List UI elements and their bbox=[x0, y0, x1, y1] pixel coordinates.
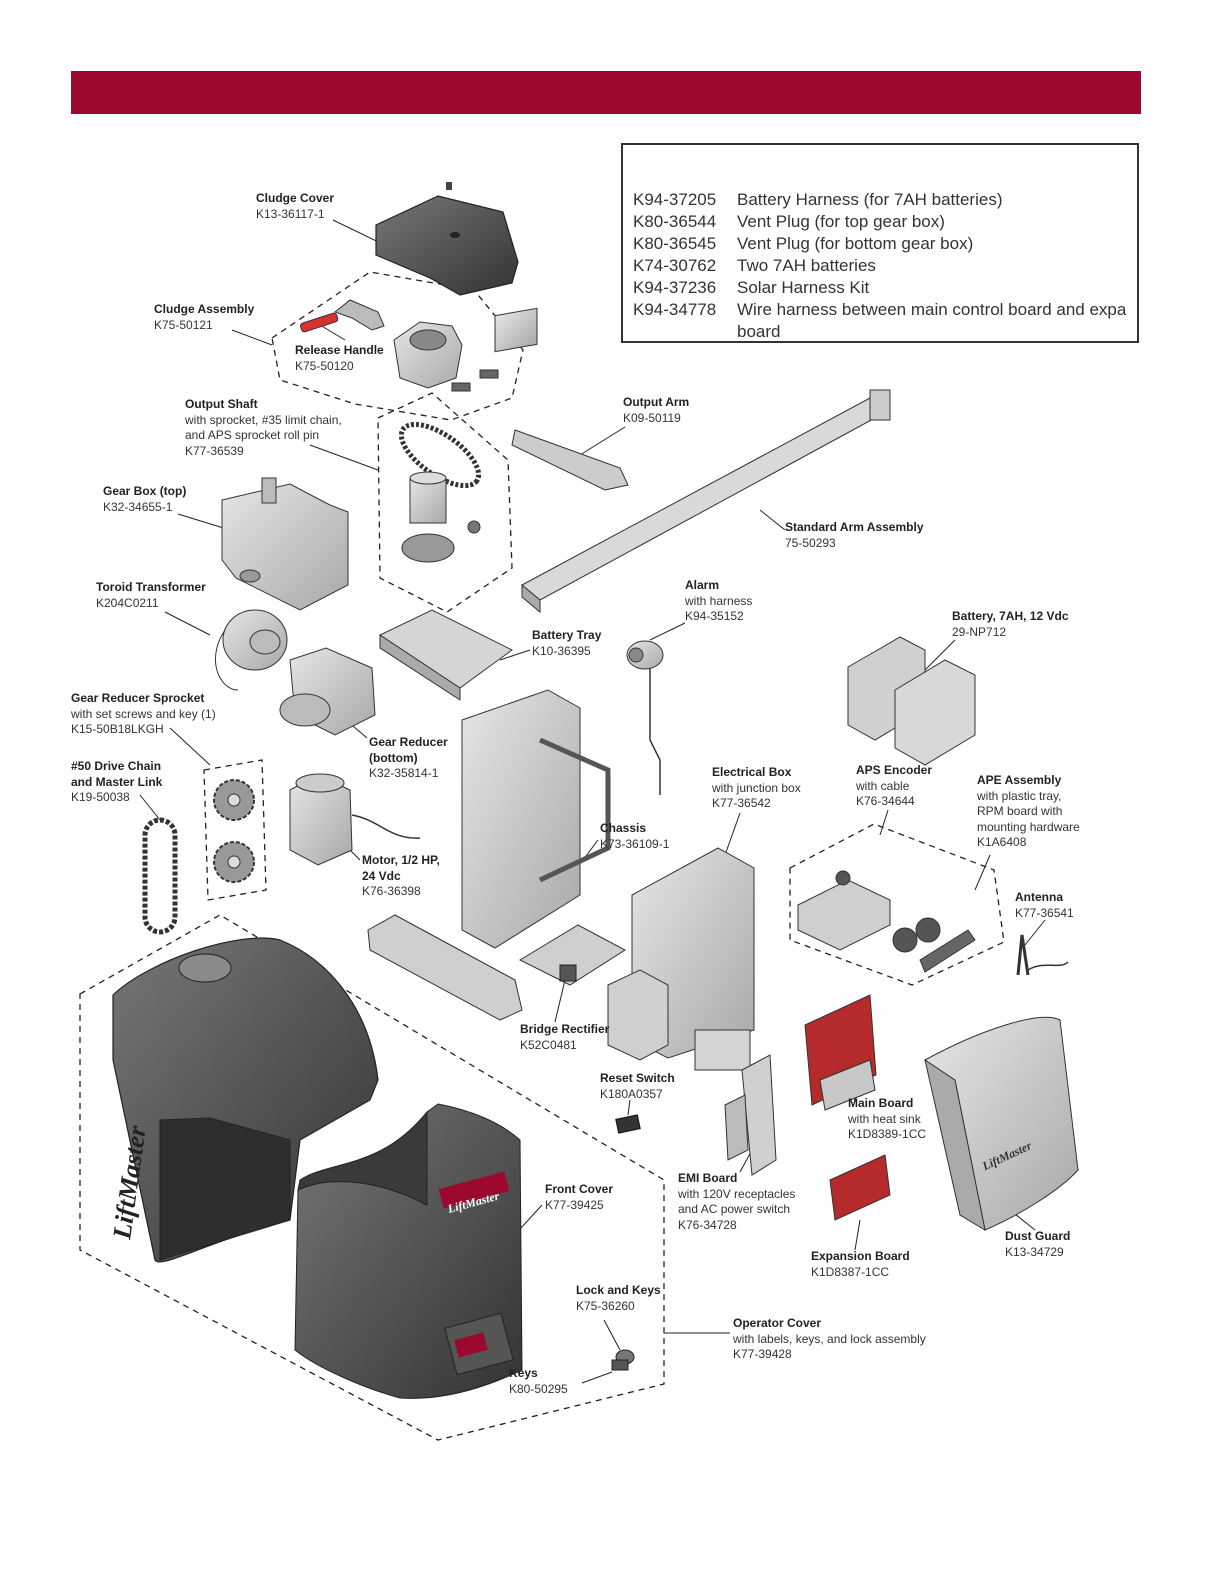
operator-cover-part: LiftMaster bbox=[107, 937, 379, 1263]
parts-list: K94-37205 Battery Harness (for 7AH batter… bbox=[633, 189, 1129, 343]
lock-keys-part bbox=[611, 1349, 635, 1371]
drive-chain-part bbox=[142, 817, 178, 935]
emi-board-part bbox=[724, 1054, 777, 1176]
bridge-rectifier-part bbox=[559, 964, 577, 982]
alarm-part bbox=[626, 640, 664, 795]
part-number: K94-37236 bbox=[633, 278, 717, 297]
antenna-part bbox=[1016, 934, 1069, 976]
ape-assembly-part bbox=[892, 917, 976, 973]
operator-cover-outline bbox=[79, 914, 665, 1441]
battery-tray-part bbox=[378, 609, 513, 701]
part-number: K94-34778 bbox=[633, 300, 717, 319]
part-number: K80-36544 bbox=[633, 212, 717, 231]
part-description: Battery Harness (for 7AH batteries) bbox=[737, 190, 1003, 209]
group-outlines bbox=[79, 271, 1005, 1441]
dust-guard-part: LiftMaster bbox=[924, 1016, 1079, 1232]
parts-list-box: K94-37205 Battery Harness (for 7AH batter… bbox=[621, 143, 1139, 343]
gear-reducer-part bbox=[279, 647, 376, 736]
part-number: K74-30762 bbox=[633, 256, 717, 275]
part-description: Vent Plug (for bottom gear box) bbox=[737, 234, 974, 253]
aps-encoder-part bbox=[797, 870, 891, 951]
parts-list-row: K80-36545 Vent Plug (for bottom gear box) bbox=[633, 233, 1129, 255]
part-description: Wire harness between main control board … bbox=[737, 300, 1127, 341]
output-arm-part bbox=[494, 307, 629, 491]
toroid-transformer-part bbox=[215, 609, 288, 691]
callout-gear-box-top: Gear Box (top)K32-34655-1 bbox=[103, 484, 187, 514]
part-number: K80-36545 bbox=[633, 234, 717, 253]
cludge-assembly-outline bbox=[271, 271, 524, 421]
expansion-board-part bbox=[829, 1154, 891, 1221]
callout-gear-reducer: Gear Reducer(bottom)K32-35814-1 bbox=[369, 735, 448, 780]
parts-list-row: K80-36544 Vent Plug (for top gear box) bbox=[633, 211, 1129, 233]
header-banner bbox=[71, 71, 1141, 114]
main-board-part bbox=[804, 994, 877, 1111]
part-description: Solar Harness Kit bbox=[737, 278, 870, 297]
part-description: Vent Plug (for top gear box) bbox=[737, 212, 945, 231]
motor-part bbox=[289, 773, 421, 866]
output-shaft-part bbox=[398, 421, 482, 563]
parts-list-row: K94-34778 Wire harness between main contr… bbox=[633, 299, 1129, 343]
parts-list-row: K74-30762 Two 7AH batteries bbox=[633, 255, 1129, 277]
sprocket-part bbox=[213, 779, 255, 883]
parts-list-row: K94-37236 Solar Harness Kit bbox=[633, 277, 1129, 299]
chassis-part bbox=[367, 689, 626, 1021]
release-handle-part bbox=[299, 299, 385, 333]
part-number: K94-37205 bbox=[633, 190, 717, 209]
reset-switch-part bbox=[615, 1114, 641, 1134]
sprocket-outline bbox=[203, 759, 267, 901]
parts-list-row: K94-37205 Battery Harness (for 7AH batter… bbox=[633, 189, 1129, 211]
cludge-cover-part bbox=[375, 182, 519, 296]
battery-part bbox=[847, 636, 976, 766]
standard-arm-part bbox=[521, 389, 891, 614]
gear-box-top-part bbox=[221, 477, 349, 611]
part-description: Two 7AH batteries bbox=[737, 256, 876, 275]
output-shaft-outline bbox=[377, 392, 513, 613]
cludge-body-part bbox=[393, 321, 499, 392]
front-cover-part: LiftMaster bbox=[294, 1103, 523, 1399]
electrical-box-part bbox=[607, 847, 755, 1071]
